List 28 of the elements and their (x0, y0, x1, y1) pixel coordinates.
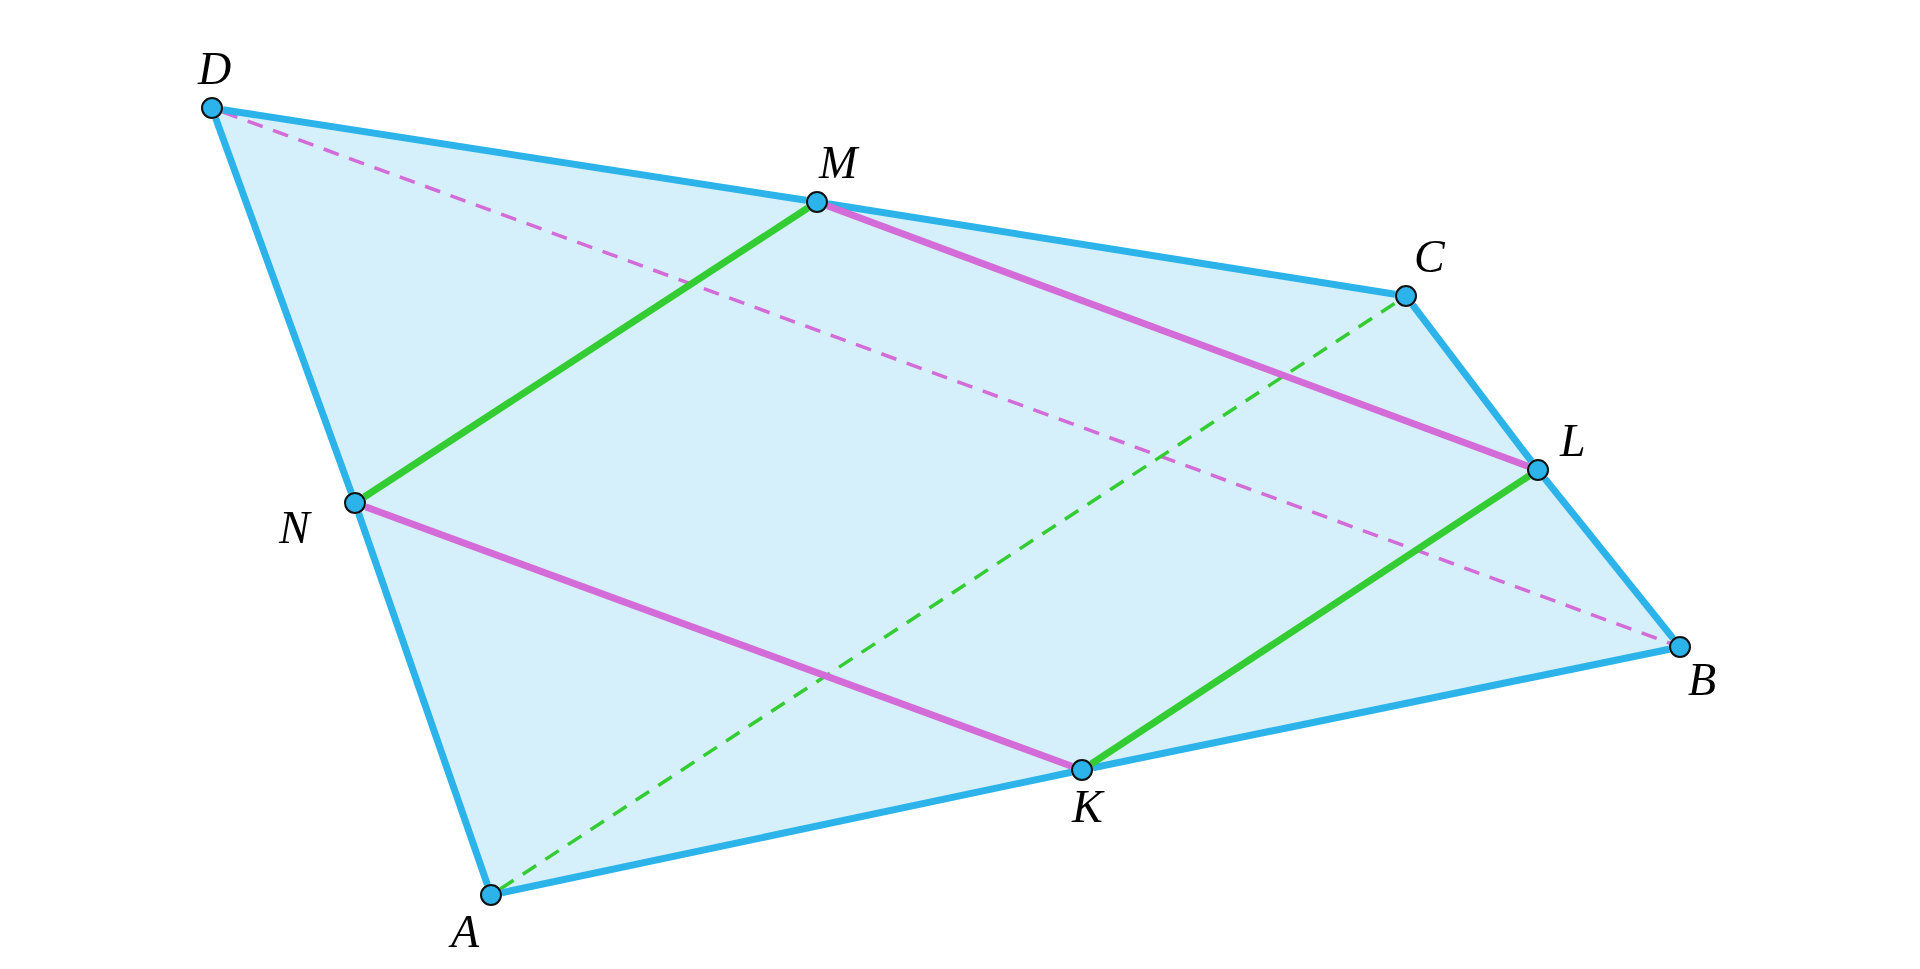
line-segment (364, 503, 1073, 770)
dashed-line (499, 300, 1398, 891)
line-segment (1089, 473, 1531, 767)
point-label: C (1414, 234, 1445, 280)
point-marker (1669, 636, 1691, 658)
point-marker (344, 492, 366, 514)
point-marker (480, 884, 502, 906)
line-segment (1092, 645, 1670, 772)
point-marker (1071, 759, 1093, 781)
line-segment (212, 117, 355, 494)
line-segment (1409, 302, 1535, 464)
point-label: D (198, 46, 232, 92)
line-segment (501, 768, 1072, 897)
line-segment (355, 512, 491, 886)
dashed-line (221, 110, 1671, 645)
point-label: B (1688, 657, 1717, 703)
point-marker (201, 97, 223, 119)
line-segment (827, 200, 1396, 298)
line-segment (1542, 476, 1676, 641)
point-label: K (1072, 784, 1103, 830)
point-marker (806, 191, 828, 213)
point-marker (1395, 285, 1417, 307)
line-segment (222, 106, 807, 204)
point-label: M (819, 140, 858, 186)
point-label: N (279, 505, 310, 551)
line-segment (826, 202, 1529, 470)
line-segment (362, 205, 810, 500)
point-label: L (1560, 418, 1586, 464)
